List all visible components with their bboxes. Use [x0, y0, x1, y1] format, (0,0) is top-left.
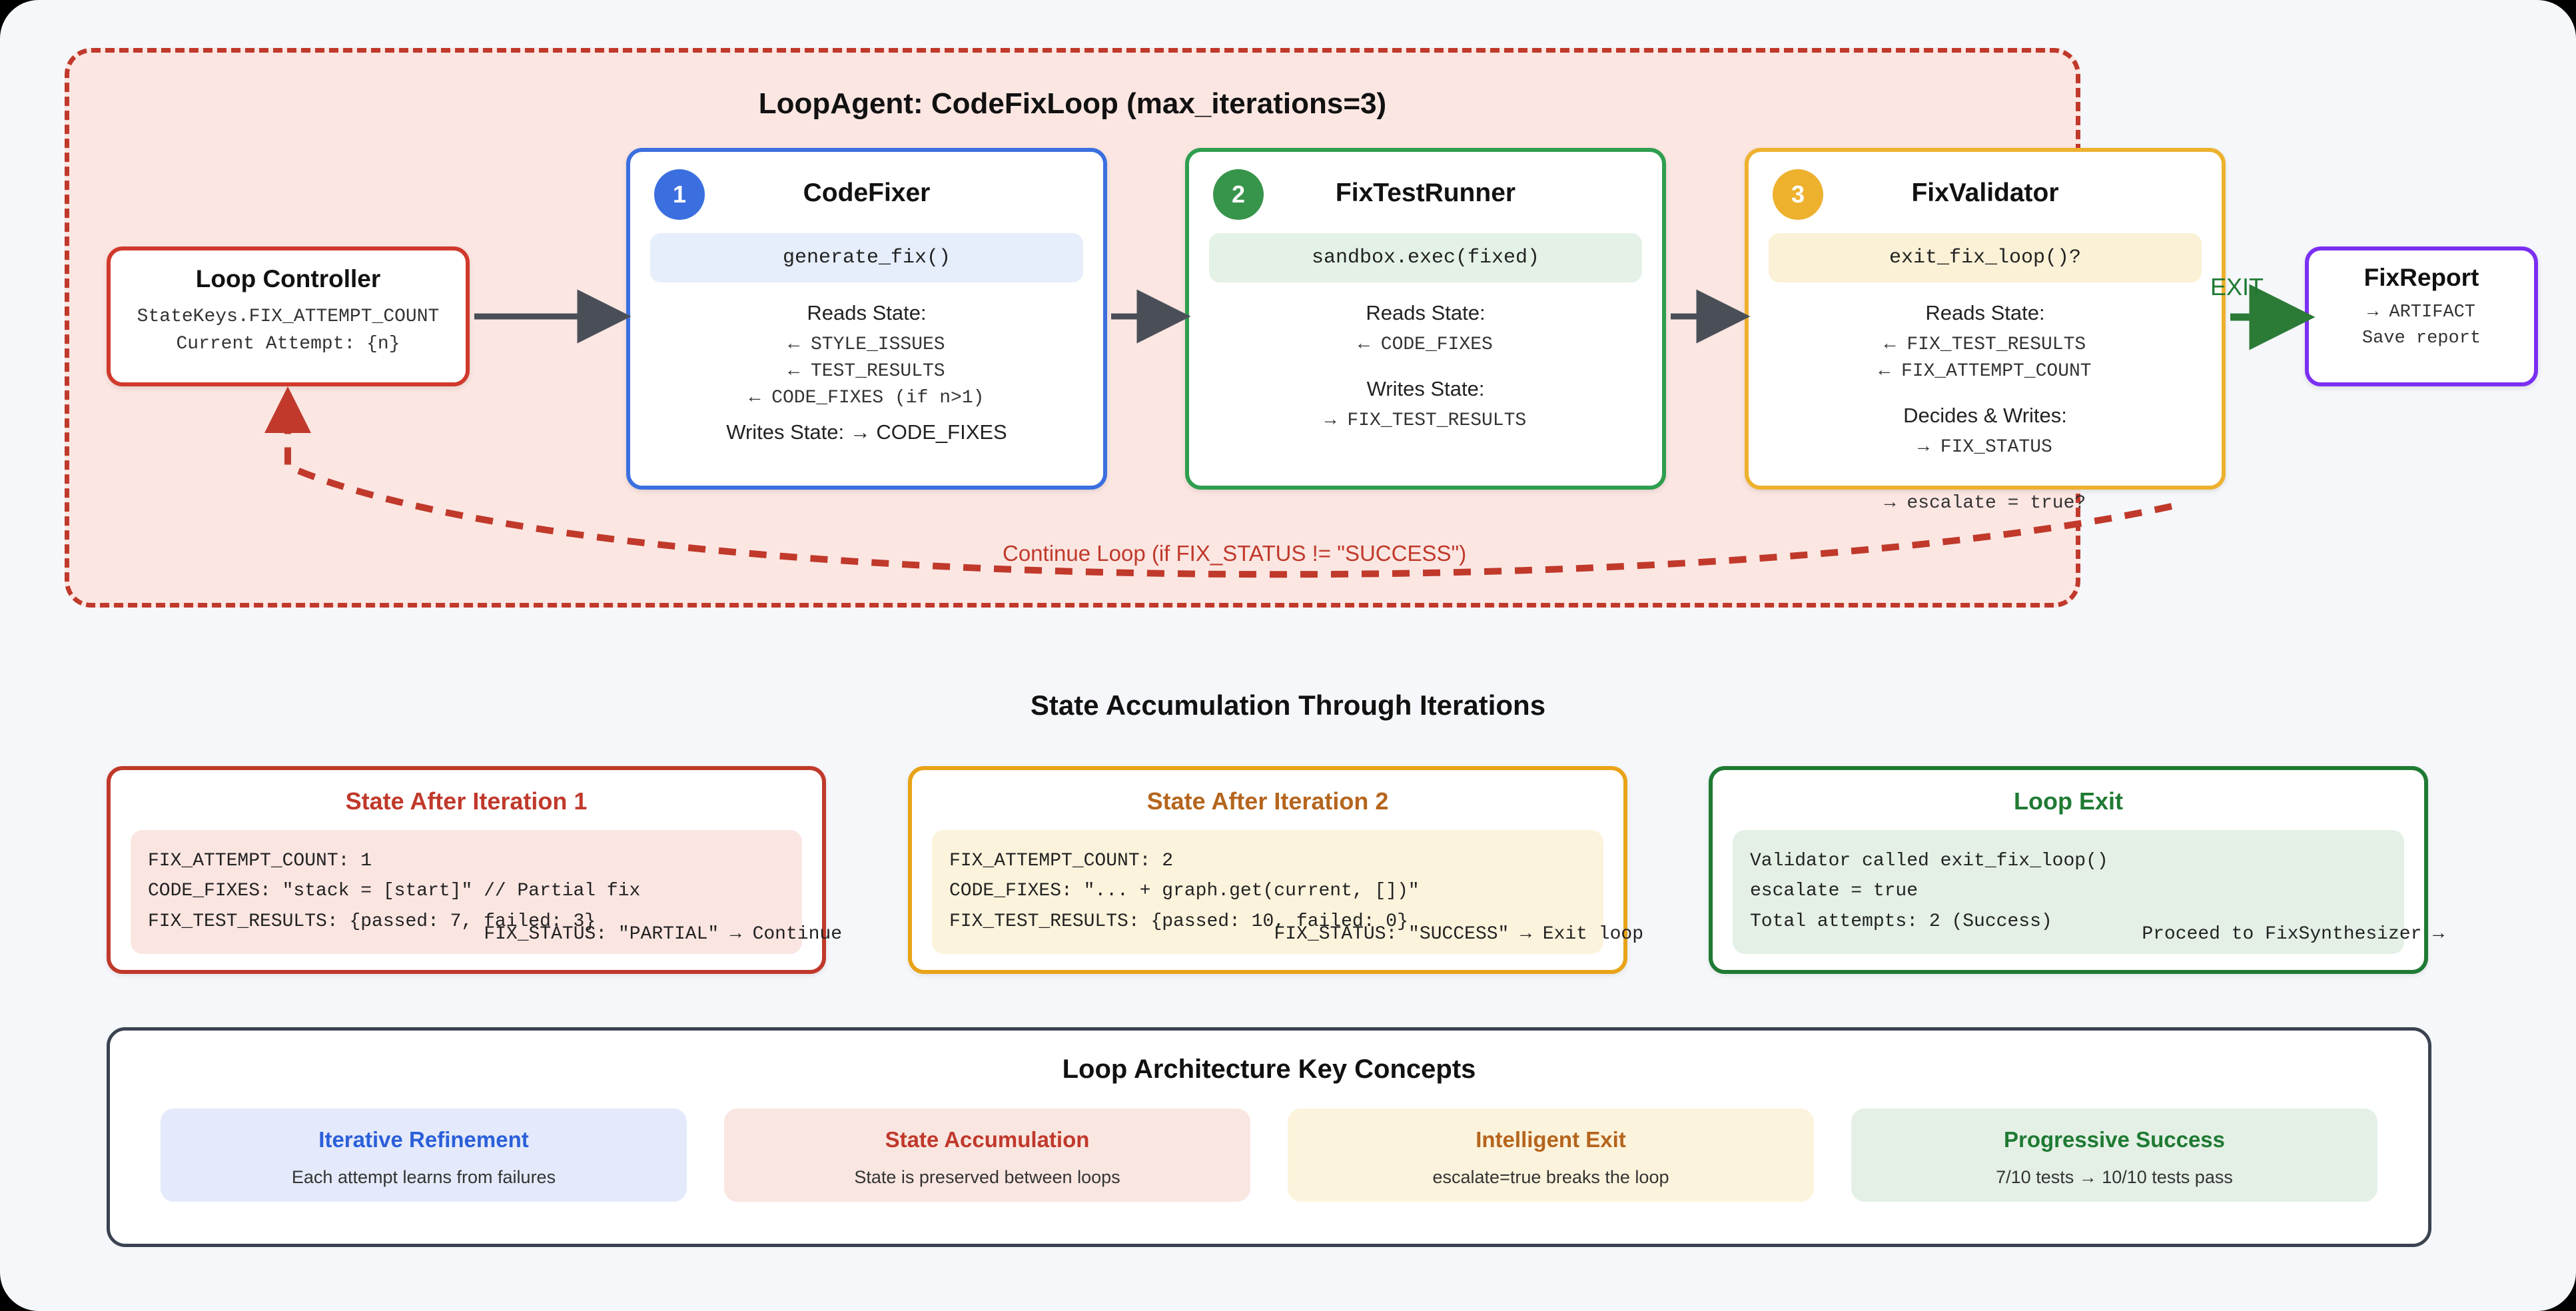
step-number-badge: 2	[1213, 169, 1264, 220]
writes-state-item: → FIX_STATUS	[1918, 436, 2052, 458]
state-card-body: FIX_ATTEMPT_COUNT: 2 CODE_FIXES: "... + …	[932, 830, 1603, 955]
key-concepts-row: Iterative Refinement Each attempt learns…	[110, 1108, 2428, 1202]
state-card-footer: FIX_STATUS: "SUCCESS" → Exit loop	[1274, 924, 1644, 945]
concept-title: Progressive Success	[2003, 1127, 2226, 1152]
reads-state-item: ← FIX_TEST_RESULTS	[1884, 334, 2086, 355]
state-line: escalate = true	[1750, 881, 1919, 902]
concept-card-progressive-success[interactable]: Progressive Success 7/10 tests → 10/10 t…	[1851, 1108, 2377, 1202]
agent-call-chip[interactable]: sandbox.exec(fixed)	[1209, 233, 1642, 282]
key-concepts-title: Loop Architecture Key Concepts	[1062, 1055, 1476, 1084]
reads-state-item: ← CODE_FIXES (if n>1)	[749, 387, 985, 408]
state-line: Validator called exit_fix_loop()	[1750, 851, 2108, 871]
exit-label: EXIT	[2210, 273, 2264, 300]
agent-name: CodeFixer	[803, 179, 931, 207]
state-card-iteration-1[interactable]: State After Iteration 1 FIX_ATTEMPT_COUN…	[107, 766, 842, 974]
spacer	[1769, 385, 2202, 404]
writes-state-item: → FIX_TEST_RESULTS	[1324, 410, 1527, 431]
writes-state-inline: Writes State: → CODE_FIXES	[726, 420, 1007, 444]
escalate-note: → escalate = true?	[1884, 493, 2086, 514]
concept-desc: escalate=true breaks the loop	[1432, 1167, 1669, 1187]
state-line: FIX_ATTEMPT_COUNT: 2	[949, 851, 1174, 871]
fixreport-card[interactable]: FixReport → ARTIFACT Save report	[2305, 246, 2538, 386]
reads-state-label: Reads State:	[1925, 301, 2045, 324]
agent-header: 1 CodeFixer	[650, 169, 1083, 233]
loop-controller-card[interactable]: Loop Controller StateKeys.FIX_ATTEMPT_CO…	[107, 246, 470, 386]
state-card-loop-exit[interactable]: Loop Exit Validator called exit_fix_loop…	[1709, 766, 2444, 974]
writes-state-label: Writes State:	[1366, 376, 1485, 400]
fixreport-action: Save report	[2361, 328, 2481, 349]
concept-card-intelligent-exit[interactable]: Intelligent Exit escalate=true breaks th…	[1288, 1108, 1814, 1202]
spacer	[1209, 358, 1642, 377]
continue-loop-label: Continue Loop (if FIX_STATUS != "SUCCESS…	[1003, 541, 1467, 566]
concept-card-state-accumulation[interactable]: State Accumulation State is preserved be…	[724, 1108, 1250, 1202]
reads-state-item: ← CODE_FIXES	[1358, 334, 1493, 355]
state-line: FIX_TEST_RESULTS: {passed: 10, failed: 0…	[949, 911, 1408, 932]
agent-card-fixvalidator[interactable]: 3 FixValidator exit_fix_loop()? Reads St…	[1745, 148, 2226, 514]
fixreport-title: FixReport	[2363, 264, 2479, 291]
concept-title: Intelligent Exit	[1476, 1127, 1626, 1152]
state-card-body: FIX_ATTEMPT_COUNT: 1 CODE_FIXES: "stack …	[131, 830, 802, 955]
step-number-badge: 3	[1773, 169, 1823, 220]
state-card-footer: FIX_STATUS: "PARTIAL" → Continue	[484, 924, 842, 945]
loop-controller-attempt: Current Attempt: {n}	[176, 333, 400, 354]
reads-state-item: ← STYLE_ISSUES	[788, 334, 945, 355]
agent-header: 3 FixValidator	[1769, 169, 2202, 233]
state-card-title: State After Iteration 1	[345, 787, 588, 815]
agent-card-codefixer[interactable]: 1 CodeFixer generate_fix() Reads State: …	[626, 148, 1107, 490]
state-line: FIX_ATTEMPT_COUNT: 1	[148, 851, 372, 871]
agent-card-fixtestrunner[interactable]: 2 FixTestRunner sandbox.exec(fixed) Read…	[1185, 148, 1666, 490]
loop-controller-title: Loop Controller	[195, 265, 381, 292]
concept-card-iterative-refinement[interactable]: Iterative Refinement Each attempt learns…	[161, 1108, 687, 1202]
state-section-heading: State Accumulation Through Iterations	[1030, 689, 1546, 721]
agent-header: 2 FixTestRunner	[1209, 169, 1642, 233]
state-card-iteration-2[interactable]: State After Iteration 2 FIX_ATTEMPT_COUN…	[908, 766, 1643, 974]
agent-call-chip[interactable]: generate_fix()	[650, 233, 1083, 282]
decides-writes-label: Decides & Writes:	[1903, 403, 2067, 427]
concept-desc: 7/10 tests → 10/10 tests pass	[1996, 1167, 2233, 1187]
reads-state-label: Reads State:	[1366, 301, 1486, 324]
state-card-body: Validator called exit_fix_loop() escalat…	[1733, 830, 2404, 955]
key-concepts-panel: Loop Architecture Key Concepts Iterative…	[107, 1027, 2431, 1247]
reads-state-item: ← TEST_RESULTS	[788, 360, 945, 382]
concept-desc: Each attempt learns from failures	[291, 1167, 556, 1187]
concept-title: Iterative Refinement	[318, 1127, 529, 1152]
loop-title: LoopAgent: CodeFixLoop (max_iterations=3…	[758, 87, 1387, 120]
state-line: Total attempts: 2 (Success)	[1750, 911, 2052, 932]
agent-name: FixValidator	[1911, 179, 2059, 207]
state-card-title: Loop Exit	[2014, 787, 2123, 815]
state-card-title: State After Iteration 2	[1146, 787, 1389, 815]
state-line: CODE_FIXES: "... + graph.get(current, []…	[949, 881, 1420, 902]
state-line: FIX_TEST_RESULTS: {passed: 7, failed: 3}	[148, 911, 596, 932]
agent-name: FixTestRunner	[1335, 179, 1516, 207]
state-line: CODE_FIXES: "stack = [start]" // Partial…	[148, 881, 641, 902]
reads-state-item: ← FIX_ATTEMPT_COUNT	[1879, 360, 2092, 382]
concept-desc: State is preserved between loops	[854, 1167, 1120, 1187]
state-card-footer: Proceed to FixSynthesizer →	[2142, 924, 2444, 945]
step-number-badge: 1	[654, 169, 705, 220]
concept-title: State Accumulation	[885, 1127, 1090, 1152]
loop-controller-statekey: StateKeys.FIX_ATTEMPT_COUNT	[137, 306, 440, 327]
agent-call-chip[interactable]: exit_fix_loop()?	[1769, 233, 2202, 282]
reads-state-label: Reads State:	[807, 301, 927, 324]
fixreport-artifact: → ARTIFACT	[2367, 302, 2476, 322]
